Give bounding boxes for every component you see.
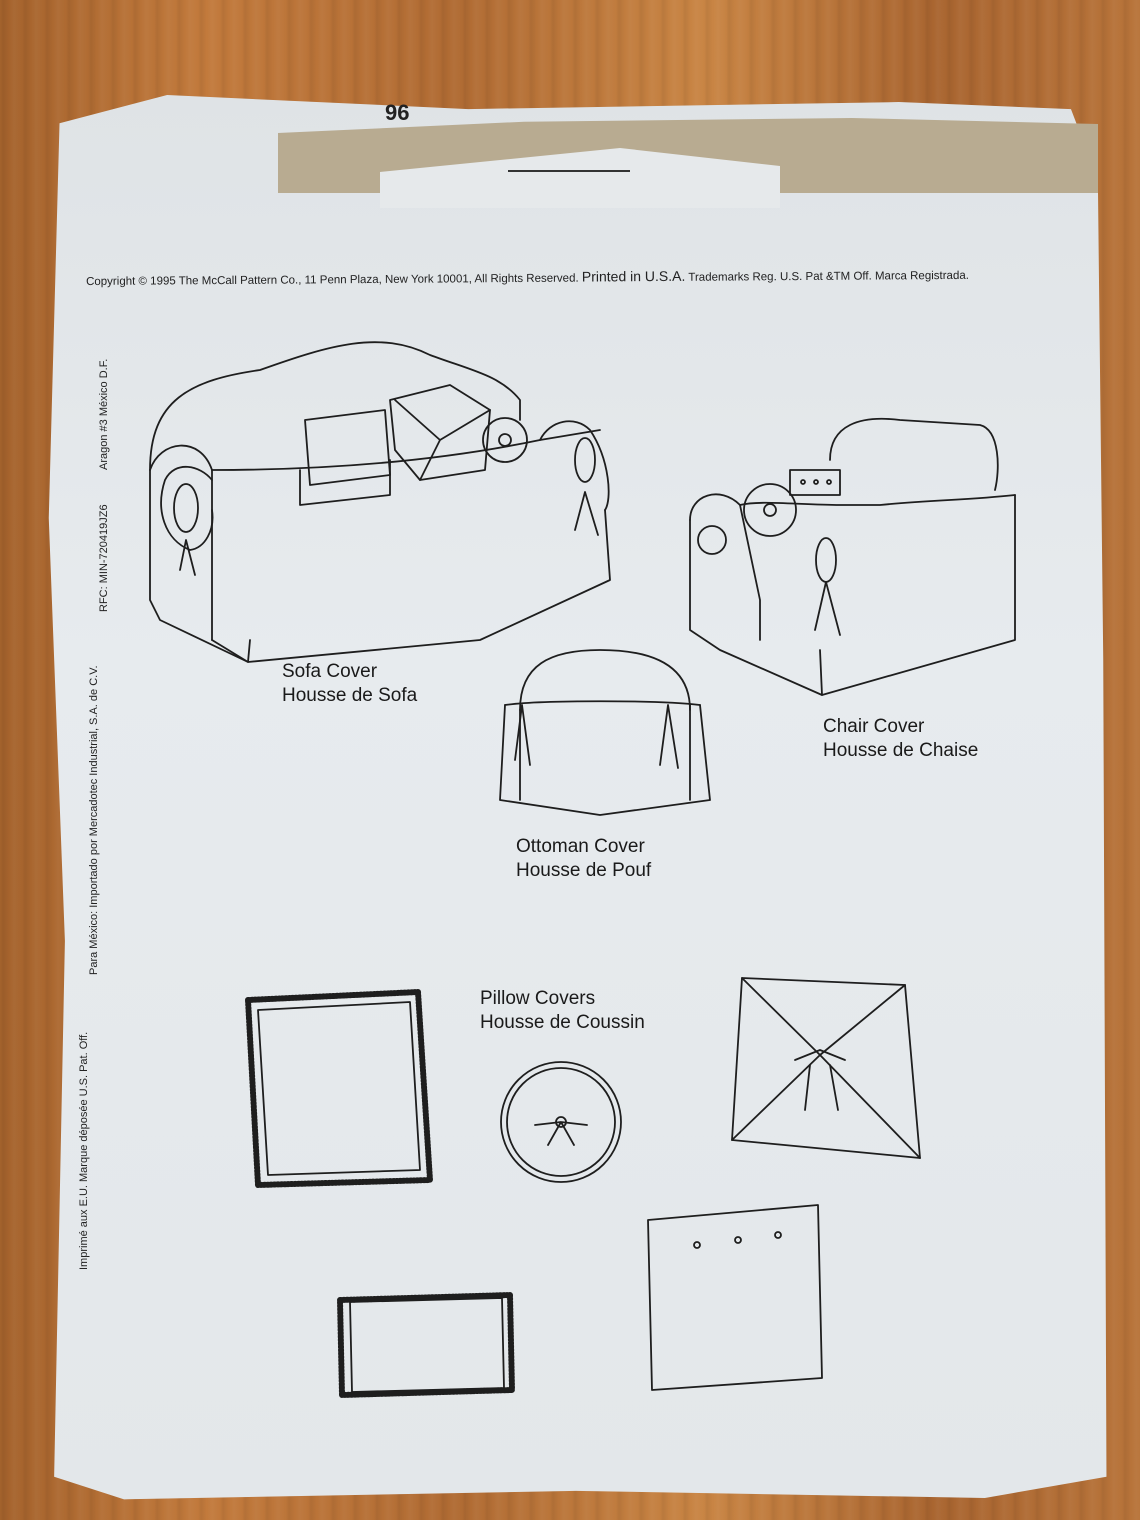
flap-line xyxy=(508,170,630,172)
pattern-envelope xyxy=(48,95,1107,1500)
pillow-drawings xyxy=(245,977,921,1398)
ottoman-caption: Ottoman Cover Housse de Pouf xyxy=(516,835,651,883)
chair-label-fr: Housse de Chaise xyxy=(823,740,979,761)
sofa-drawing xyxy=(149,341,611,663)
corner-mark: 96 xyxy=(385,100,410,125)
pillows-label-en: Pillow Covers xyxy=(480,988,596,1009)
sofa-label-fr: Housse de Sofa xyxy=(282,685,418,706)
chair-caption: Chair Cover Housse de Chaise xyxy=(823,715,978,763)
pillows-caption: Pillow Covers Housse de Coussin xyxy=(480,987,645,1035)
chair-label-en: Chair Cover xyxy=(823,716,925,737)
sofa-label-en: Sofa Cover xyxy=(282,661,378,682)
chair-drawing xyxy=(689,417,1016,696)
ottoman-label-fr: Housse de Pouf xyxy=(516,860,652,881)
ottoman-label-en: Ottoman Cover xyxy=(516,836,645,857)
ottoman-drawing xyxy=(499,649,711,816)
sofa-caption: Sofa Cover Housse de Sofa xyxy=(282,660,417,708)
pillows-label-fr: Housse de Coussin xyxy=(480,1012,645,1033)
